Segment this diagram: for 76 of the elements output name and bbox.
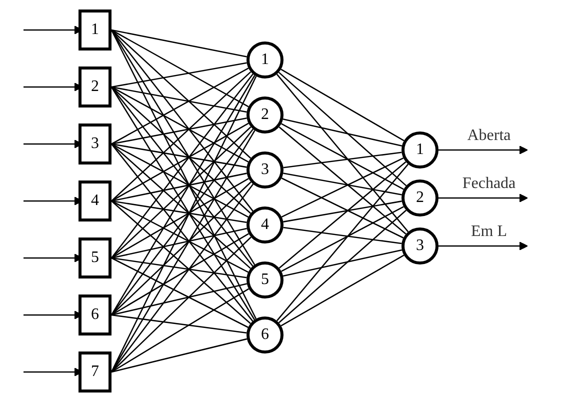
- connector: [282, 249, 402, 277]
- connector: [281, 123, 404, 190]
- connector: [111, 338, 248, 373]
- node-box: 6: [78, 294, 112, 336]
- connector: [111, 233, 249, 316]
- connector: [111, 143, 249, 218]
- connector: [111, 200, 249, 273]
- connector: [283, 172, 402, 196]
- connector: [278, 126, 406, 235]
- connector: [111, 117, 247, 145]
- node-box: 3: [78, 124, 112, 164]
- node-circle: 1: [246, 42, 284, 78]
- connector: [110, 76, 257, 372]
- connector: [111, 122, 249, 202]
- connector: [281, 157, 404, 218]
- connector: [111, 178, 249, 259]
- connector: [110, 184, 254, 372]
- node-circle: 3: [402, 228, 438, 264]
- connector: [276, 74, 409, 232]
- connector: [281, 206, 404, 272]
- connector: [111, 200, 247, 224]
- connector: [111, 172, 247, 202]
- connector: [111, 62, 247, 88]
- node-circle: 5: [246, 262, 284, 298]
- arrow: [438, 146, 528, 154]
- edge-label: Em L: [471, 223, 507, 240]
- connector: [110, 30, 254, 212]
- connector: [111, 29, 247, 58]
- connector: [111, 29, 249, 108]
- node-box: 7: [78, 352, 112, 392]
- connector: [111, 200, 251, 324]
- connector: [111, 288, 250, 373]
- connector: [283, 200, 402, 222]
- connector: [111, 228, 247, 259]
- connector: [282, 118, 402, 147]
- connector: [110, 30, 256, 266]
- edge-label: Fechada: [462, 175, 516, 192]
- connector: [281, 178, 404, 238]
- connector: [111, 236, 252, 372]
- connector: [111, 143, 247, 168]
- connector: [283, 226, 402, 244]
- connector: [280, 254, 404, 326]
- node-box: 4: [78, 180, 112, 222]
- node-circle: 4: [246, 206, 284, 244]
- connector: [111, 314, 247, 334]
- node-circle: 2: [402, 180, 438, 216]
- connector: [111, 68, 249, 145]
- connector: [111, 126, 252, 258]
- connector: [111, 71, 252, 202]
- connector: [280, 68, 404, 142]
- connector: [111, 283, 248, 316]
- connector: [111, 30, 252, 159]
- edge-label: Aberta: [467, 127, 511, 144]
- node-box: 2: [78, 66, 112, 108]
- node-circle: 2: [246, 96, 284, 134]
- arrow: [438, 194, 528, 202]
- connector: [278, 72, 407, 186]
- node-box: 1: [78, 10, 112, 50]
- connector: [111, 86, 249, 162]
- arrow: [438, 242, 528, 250]
- connector: [111, 86, 252, 214]
- node-circle: 6: [246, 316, 284, 354]
- connector: [278, 161, 406, 269]
- connector: [278, 210, 407, 324]
- node-circle: 1: [402, 132, 438, 168]
- connector: [283, 152, 402, 168]
- connector: [111, 86, 247, 113]
- connector: [111, 257, 248, 328]
- connector: [110, 130, 256, 372]
- node-circle: 3: [246, 152, 284, 188]
- connector: [111, 182, 252, 316]
- connector: [110, 30, 257, 320]
- connector: [111, 144, 251, 269]
- connector: [111, 257, 247, 278]
- node-box: 5: [78, 238, 112, 278]
- connector: [276, 164, 409, 322]
